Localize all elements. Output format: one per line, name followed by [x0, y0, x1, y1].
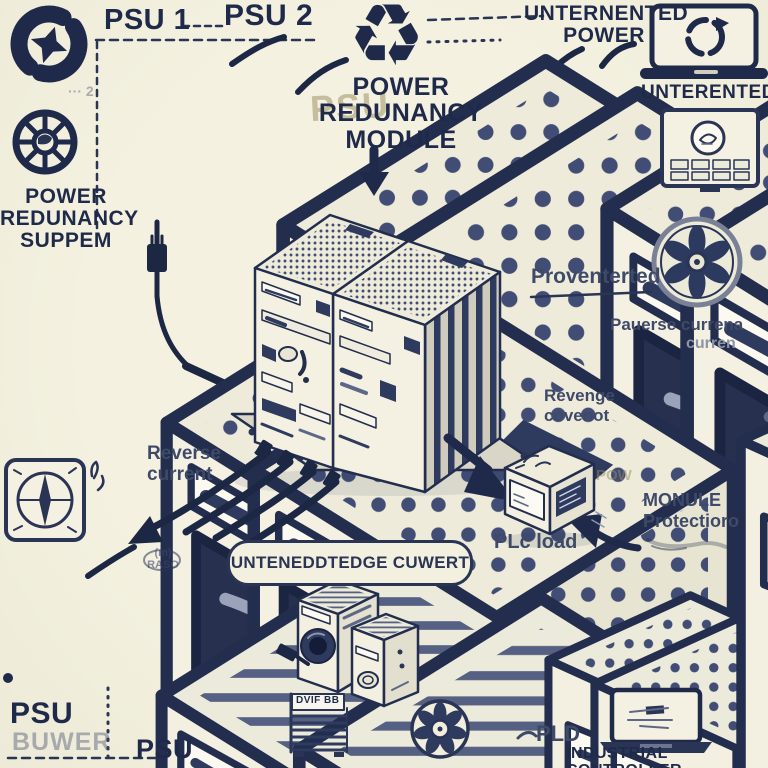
- combo-device: [276, 578, 420, 708]
- pauerse-currena-label: Pauerse currena: [610, 315, 744, 334]
- raso-scribble-label: (m) RASO: [147, 547, 179, 571]
- squiggle-icon: [90, 460, 105, 492]
- heatsink-label: DVIF BB: [296, 695, 340, 706]
- ghost-number: ··· 2: [68, 83, 94, 99]
- psu1-label: PSU 1: [104, 4, 191, 36]
- industrial-controller-label: INDUSTRIAL CONTROLLER: [566, 745, 682, 768]
- buwer-ghost-label: BUWER: [12, 728, 112, 756]
- arrows: [359, 145, 642, 552]
- compass-gauge-icon: [4, 458, 86, 542]
- recycle-icon: ♻: [348, 0, 426, 84]
- pld-label: PLD: [536, 721, 580, 746]
- proventerted-label: Proventerted: [531, 265, 661, 288]
- heatsink: [289, 692, 348, 757]
- reverse-current-label: Reverse current: [147, 443, 221, 486]
- monule-protection-label: MONULE Protectioro: [643, 490, 740, 531]
- unternented-power-label: UNTERNENTED POWER: [524, 2, 689, 48]
- monitor-icon: [660, 108, 760, 192]
- misc-scribbles: [3, 290, 728, 740]
- banner-unprotected-current: UNTENEDDTEDGE CUWERT: [227, 540, 473, 586]
- revenge-covenot-label: Revenge covenot: [544, 386, 615, 425]
- psu2-label: PSU 2: [224, 0, 314, 32]
- arrow-down-left: [128, 516, 163, 544]
- module-cable-bundle: [148, 448, 340, 550]
- psu-bottom-mid-label: PSU: [136, 734, 194, 764]
- redunancy-suppem-label: POWER REDUNANCY SUPPEM: [0, 185, 139, 253]
- module-title: POWER REDUNANCY MODULE: [318, 73, 484, 154]
- laptop-icon: [640, 3, 768, 79]
- curren-label: curren: [686, 335, 736, 352]
- bundle-connectors: [128, 439, 341, 544]
- power-redundancy-module: [230, 213, 548, 496]
- plc-load-label: PLc load: [494, 531, 578, 553]
- plc-load-cube: [502, 444, 607, 548]
- fan-icon-right: [651, 216, 743, 308]
- power-ring-icon: [10, 5, 88, 83]
- psu-bottom-left-label: PSU: [10, 697, 74, 730]
- ghost-pow-label: POW: [596, 467, 632, 484]
- fan-icon-bottom: [410, 699, 470, 759]
- industrial-laptop-icon: [600, 687, 712, 753]
- unterented-label: UNTERENTED: [641, 82, 768, 103]
- wheel-icon: [12, 109, 78, 175]
